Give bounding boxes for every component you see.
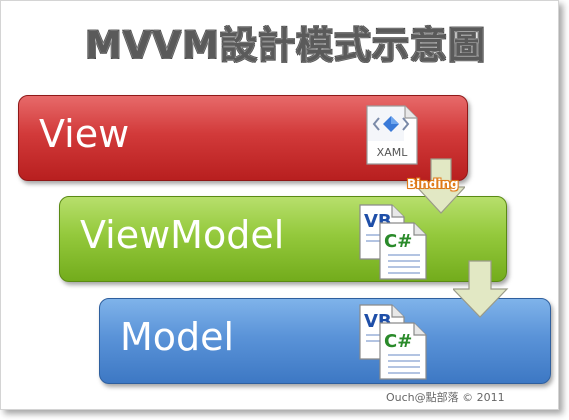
xaml-file-icon: XAML xyxy=(366,105,418,165)
vb-csharp-files-icon: VB C# xyxy=(359,304,427,380)
view-to-viewmodel-arrow xyxy=(417,158,465,214)
viewmodel-layer-label: ViewModel xyxy=(80,213,285,257)
model-layer-label: Model xyxy=(120,315,235,359)
csharp-text: C# xyxy=(384,331,412,352)
vb-csharp-files-icon: VB C# xyxy=(359,204,427,280)
binding-label: Binding xyxy=(407,177,459,191)
view-layer: View XAML xyxy=(18,95,468,181)
viewmodel-layer: ViewModel VB C# xyxy=(59,196,507,282)
xaml-text: XAML xyxy=(377,146,409,159)
model-layer: Model VB C# xyxy=(99,298,551,384)
slide-frame: MVVM設計模式示意圖 View XAML ViewModel VB C# xyxy=(0,0,559,410)
diagram-title: MVVM設計模式示意圖 xyxy=(85,24,486,67)
view-layer-label: View xyxy=(39,112,130,156)
credit-text: Ouch@點部落 © 2011 xyxy=(386,391,505,404)
csharp-text: C# xyxy=(384,231,412,252)
viewmodel-to-model-arrow xyxy=(453,260,509,318)
